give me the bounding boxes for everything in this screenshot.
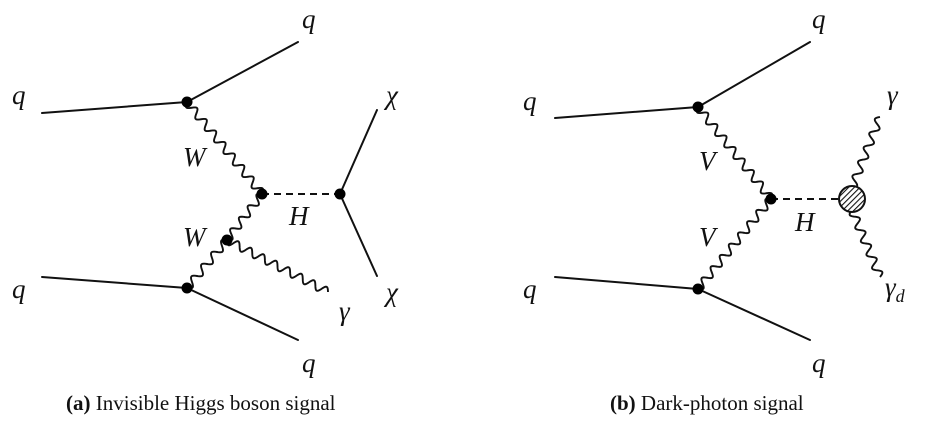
label-dark-photon-symbol: γ	[885, 272, 897, 302]
label-higgs: H	[794, 207, 816, 237]
diagram-dark-photon: q q q q V V H γ γd	[523, 4, 906, 378]
w-boson-top	[184, 101, 265, 195]
label-q-in-bottom: q	[12, 274, 26, 304]
label-q-out-bottom: q	[812, 348, 826, 378]
vertex-vv-higgs	[765, 193, 777, 205]
diagram-invisible-higgs: q q q q W W H χ χ γ	[12, 4, 399, 378]
caption-text-a: Invisible Higgs boson signal	[95, 391, 336, 415]
quark-line-in-bottom	[554, 276, 699, 290]
feynman-diagrams: q q q q W W H χ χ γ q q q q V V H γ γd	[12, 4, 906, 378]
label-higgs: H	[288, 201, 310, 231]
label-v-bottom: V	[699, 222, 719, 252]
label-photon: γ	[887, 80, 899, 110]
label-chi-bottom: χ	[383, 277, 399, 307]
v-boson-bottom	[697, 197, 772, 291]
vertex-photon-emission	[221, 234, 233, 246]
v-boson-top	[695, 106, 774, 200]
quark-line-out-top	[697, 41, 811, 108]
photon-line	[851, 116, 881, 189]
label-w-bottom: W	[183, 222, 208, 252]
quark-line-out-bottom	[697, 288, 811, 341]
label-dark-photon-subscript: d	[896, 286, 906, 306]
caption-panel-b: (b) Dark-photon signal	[610, 391, 804, 416]
label-q-out-top: q	[302, 4, 316, 34]
label-q-out-top: q	[812, 4, 826, 34]
quark-line-in-bottom	[41, 276, 188, 289]
chi-line-bottom	[339, 193, 378, 277]
vertex-ww-higgs	[256, 188, 268, 200]
vertex-top	[692, 101, 704, 113]
label-q-in-top: q	[12, 80, 26, 110]
vertex-top	[181, 96, 193, 108]
quark-line-out-top	[186, 41, 299, 103]
label-v-top: V	[699, 146, 719, 176]
vertex-bottom	[692, 283, 704, 295]
quark-line-in-top	[41, 101, 188, 114]
caption-text-b: Dark-photon signal	[640, 391, 804, 415]
dark-photon-line	[848, 209, 884, 278]
effective-vertex-blob	[838, 185, 866, 213]
caption-tag-a: (a)	[66, 391, 91, 415]
w-boson-bottom-upper	[226, 192, 263, 242]
quark-line-out-bottom	[186, 287, 299, 341]
label-q-out-bottom: q	[302, 348, 316, 378]
quark-line-in-top	[554, 106, 699, 119]
label-q-in-bottom: q	[523, 274, 537, 304]
label-dark-photon: γd	[885, 272, 906, 306]
vertex-higgs-decay	[334, 188, 346, 200]
caption-tag-b: (b)	[610, 391, 636, 415]
photon-line	[226, 239, 329, 293]
caption-panel-a: (a) Invisible Higgs boson signal	[66, 391, 336, 416]
chi-line-top	[339, 109, 378, 195]
label-q-in-top: q	[523, 86, 537, 116]
label-photon: γ	[339, 296, 351, 326]
label-w-top: W	[183, 142, 208, 172]
vertex-bottom	[181, 282, 193, 294]
w-boson-bottom-lower	[186, 238, 228, 290]
label-chi-top: χ	[383, 80, 399, 110]
